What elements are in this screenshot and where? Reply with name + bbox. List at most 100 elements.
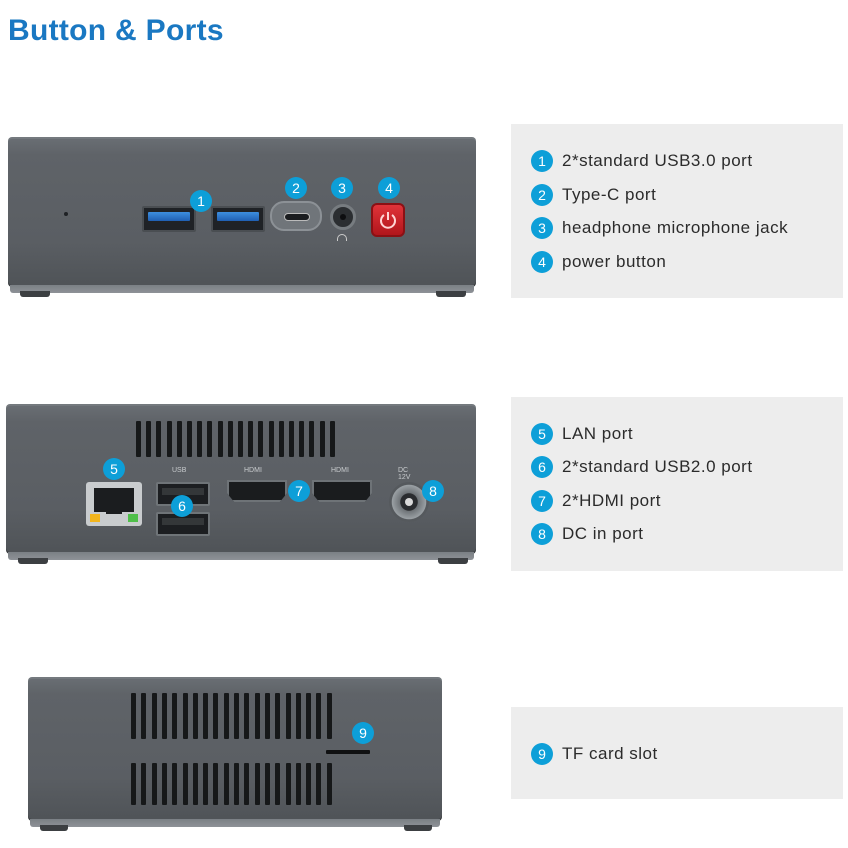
vent-slot <box>182 763 188 805</box>
vent-slot <box>141 763 147 805</box>
vent-slot <box>131 763 136 805</box>
legend-item: 3 headphone microphone jack <box>531 216 788 240</box>
vent-slot <box>268 421 274 457</box>
legend-number-badge: 2 <box>531 184 553 206</box>
vent-slot <box>161 763 167 805</box>
usb3-port-a <box>142 206 196 232</box>
vent-slot <box>244 763 250 805</box>
marker-badge-3: 3 <box>331 177 353 199</box>
hdmi-port-b <box>312 480 372 502</box>
vent-slot <box>254 763 260 805</box>
legend-item: 9 TF card slot <box>531 742 658 766</box>
hdmi-port-a <box>227 480 287 502</box>
usb3-port-b <box>211 206 265 232</box>
legend-label: 2*standard USB2.0 port <box>562 457 753 476</box>
headphone-icon <box>337 234 347 241</box>
vent-slot <box>316 763 322 805</box>
vent-slot <box>234 763 239 805</box>
vent-slot <box>234 693 239 739</box>
vent-slot <box>151 693 157 739</box>
vent-slot <box>289 421 294 457</box>
vent-slot <box>131 693 136 739</box>
vent-slot <box>166 421 172 457</box>
vent-slot <box>213 693 219 739</box>
vent-slot <box>172 693 178 739</box>
marker-badge-2: 2 <box>285 177 307 199</box>
vent-slot <box>319 421 325 457</box>
marker-badge-9: 9 <box>352 722 374 744</box>
type-c-port <box>270 201 322 231</box>
tf-card-slot <box>326 750 370 754</box>
vent-slot <box>203 763 209 805</box>
marker-badge-8: 8 <box>422 480 444 502</box>
vent-slot <box>182 693 188 739</box>
usb-port-label: USB <box>172 467 187 474</box>
vent-slot <box>285 763 291 805</box>
legend-item: 2 Type-C port <box>531 183 656 207</box>
vent-slot <box>316 693 322 739</box>
legend-label: power button <box>562 252 667 271</box>
vent-slot <box>299 421 305 457</box>
legend-number-badge: 5 <box>531 423 553 445</box>
legend-item: 4 power button <box>531 250 666 274</box>
vent-slot <box>141 693 147 739</box>
legend-label: DC in port <box>562 524 644 543</box>
vent-slot <box>278 421 284 457</box>
legend-label: TF card slot <box>562 744 658 763</box>
vent-slot <box>146 421 152 457</box>
vent-slot <box>248 421 254 457</box>
vent-slot <box>156 421 162 457</box>
vent-slot <box>254 693 260 739</box>
legend-item: 6 2*standard USB2.0 port <box>531 455 753 479</box>
vent-slot <box>203 693 209 739</box>
power-icon <box>380 212 396 229</box>
vent-slot <box>192 693 198 739</box>
legend-number-badge: 9 <box>531 743 553 765</box>
vent-slot <box>264 763 270 805</box>
headphone-jack <box>330 204 356 230</box>
vent-slot <box>306 693 312 739</box>
vent-slot <box>275 693 281 739</box>
vent-slot <box>326 693 332 739</box>
vent-slot <box>329 421 335 457</box>
vent-slot <box>151 763 157 805</box>
vent-slot <box>217 421 223 457</box>
vent-slot <box>275 763 281 805</box>
vent-slot <box>264 693 270 739</box>
legend-number-badge: 1 <box>531 150 553 172</box>
vent-slot <box>207 421 213 457</box>
vent-slot <box>197 421 203 457</box>
vent-slot <box>285 693 291 739</box>
front-legend-panel: 1 2*standard USB3.0 port 2 Type-C port 3… <box>511 124 843 298</box>
vent-slot <box>223 693 229 739</box>
legend-label: 2*standard USB3.0 port <box>562 151 753 170</box>
legend-item: 5 LAN port <box>531 422 633 446</box>
dc-port-label: DC 12V <box>398 467 411 481</box>
legend-label: 2*HDMI port <box>562 491 662 510</box>
vent-slot <box>258 421 264 457</box>
legend-item: 7 2*HDMI port <box>531 489 661 513</box>
side-legend-panel: 9 TF card slot <box>511 707 843 799</box>
vent-slot <box>213 763 219 805</box>
legend-item: 1 2*standard USB3.0 port <box>531 149 753 173</box>
legend-number-badge: 3 <box>531 217 553 239</box>
power-button-graphic <box>371 203 405 237</box>
legend-item: 8 DC in port <box>531 522 644 546</box>
legend-number-badge: 7 <box>531 490 553 512</box>
status-led <box>64 212 68 216</box>
marker-badge-4: 4 <box>378 177 400 199</box>
marker-badge-1: 1 <box>190 190 212 212</box>
vent-slot <box>192 763 198 805</box>
legend-label: Type-C port <box>562 185 657 204</box>
back-legend-panel: 5 LAN port 6 2*standard USB2.0 port 7 2*… <box>511 397 843 571</box>
vent-slot <box>172 763 178 805</box>
vent-slot <box>187 421 192 457</box>
marker-badge-6: 6 <box>171 495 193 517</box>
vent-slot <box>295 693 301 739</box>
vent-slot <box>227 421 233 457</box>
vent-slot <box>244 693 250 739</box>
legend-label: headphone microphone jack <box>562 218 789 237</box>
marker-badge-5: 5 <box>103 458 125 480</box>
hdmi-port-label-1: HDMI <box>244 467 262 474</box>
legend-number-badge: 8 <box>531 523 553 545</box>
